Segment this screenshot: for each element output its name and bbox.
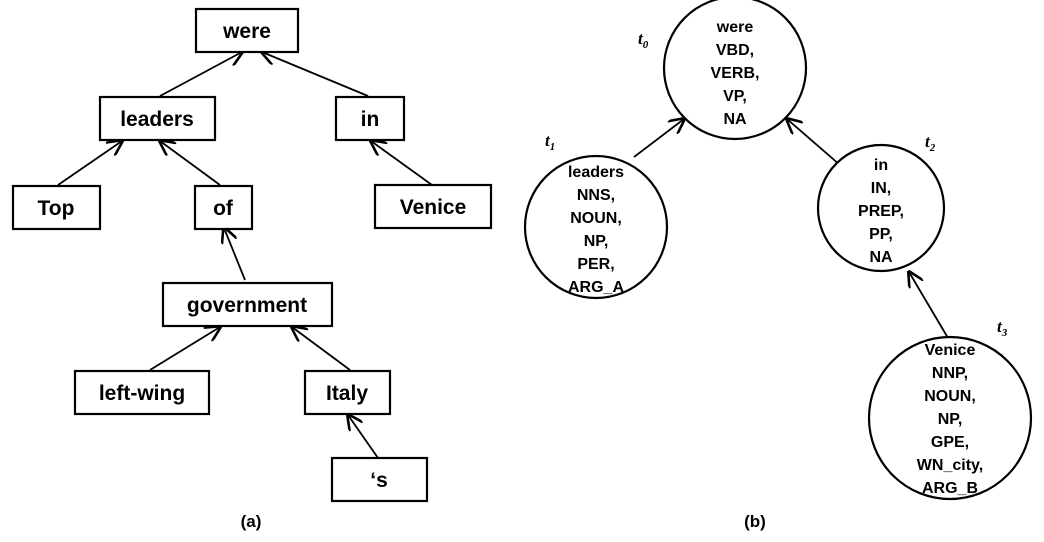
node-line: VERB, (711, 65, 760, 82)
node-line: PER, (577, 256, 614, 273)
label-t3: t3 (997, 317, 1008, 339)
node-top: Top (11, 184, 102, 231)
node-line: NNP, (932, 365, 968, 382)
edge-italy-government (292, 327, 351, 371)
tree-a-edges (57, 52, 433, 459)
label-t1: t1 (545, 131, 555, 153)
node-leaders: leaders (98, 95, 217, 142)
node-line: NP, (938, 411, 963, 428)
node-line: NA (869, 249, 893, 266)
node-line: NA (723, 111, 747, 128)
edge-t1-t0 (633, 119, 684, 158)
node-line: PREP, (858, 203, 904, 220)
node-government: government (161, 281, 334, 328)
edge-top-leaders (57, 141, 122, 186)
edge-t3-t2 (909, 272, 949, 339)
edge-of-leaders (160, 141, 221, 186)
node-line: in (874, 157, 888, 174)
node-left-wing: left-wing (73, 369, 211, 416)
node-line: WN_city, (917, 457, 983, 474)
label-t2: t2 (925, 132, 936, 154)
edge-in-were (262, 52, 369, 97)
node-label: ‘s (370, 469, 388, 492)
node-in: in (334, 95, 406, 142)
node-line: GPE, (931, 434, 969, 451)
edge-government-of (224, 228, 246, 281)
node-italy: Italy (303, 369, 392, 416)
label-t0: t0 (638, 29, 649, 51)
edge-s-italy (348, 415, 379, 459)
node-label: leaders (120, 108, 194, 131)
node-label: of (213, 197, 234, 220)
node-line: ARG_A (568, 279, 624, 296)
node-label: left-wing (99, 382, 185, 405)
edge-venice-in (371, 141, 433, 186)
tree-b-edges (633, 119, 949, 339)
edge-leaders-were (159, 52, 242, 97)
node-label: Top (38, 197, 75, 220)
node-venice: Venice (373, 183, 493, 230)
node-label: Venice (400, 196, 467, 219)
node-line: NOUN, (924, 388, 976, 405)
caption-a: (a) (241, 512, 262, 531)
node-line: leaders (568, 164, 624, 181)
edge-leftwing-government (149, 327, 220, 371)
node-label: in (361, 108, 380, 131)
node-line: were (716, 19, 754, 36)
node-s: ‘s (330, 456, 429, 503)
node-line: NP, (584, 233, 609, 250)
node-line: NNS, (577, 187, 615, 204)
caption-b: (b) (744, 512, 766, 531)
node-line: IN, (871, 180, 891, 197)
node-line: ARG_B (922, 480, 978, 497)
node-line: PP, (869, 226, 893, 243)
node-label: were (222, 20, 271, 43)
node-label: government (187, 294, 307, 317)
node-line: Venice (925, 342, 976, 359)
node-line: NOUN, (570, 210, 622, 227)
node-label: Italy (326, 382, 368, 405)
node-line: VBD, (716, 42, 754, 59)
node-of: of (193, 184, 254, 231)
node-line: VP, (723, 88, 747, 105)
edge-t2-t0 (787, 119, 841, 166)
node-were: were (194, 7, 300, 54)
